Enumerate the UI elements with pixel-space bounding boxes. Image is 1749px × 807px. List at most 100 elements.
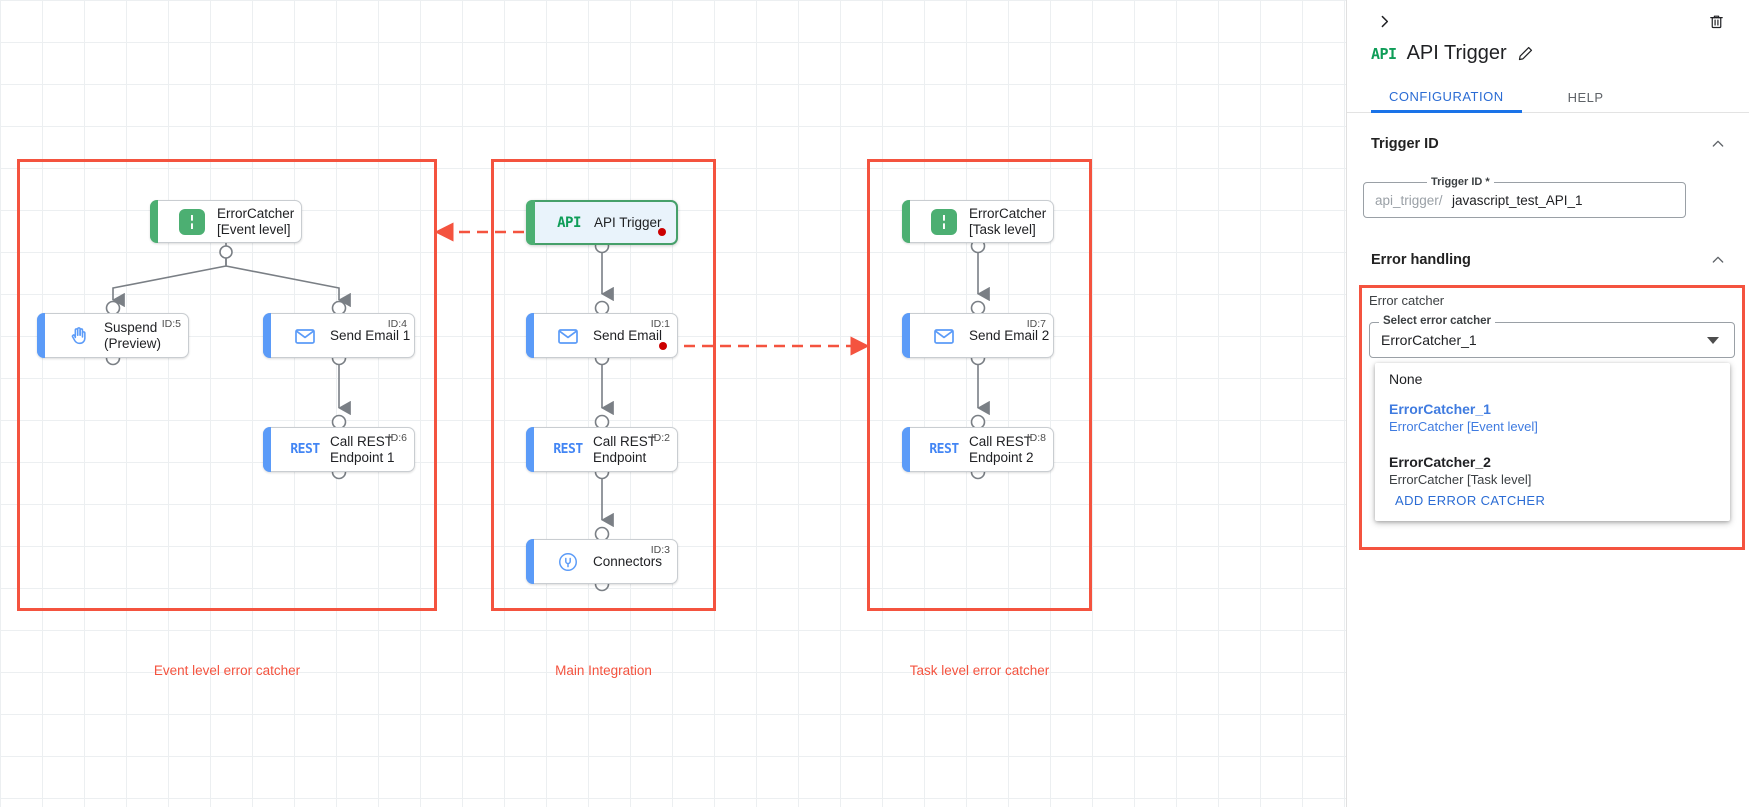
error-catcher-glyph: ¦ xyxy=(941,213,947,230)
node-send-email-2[interactable]: Send Email 2 ID:7 xyxy=(902,313,1054,358)
node-call-rest-endpoint-2[interactable]: REST Call REST Endpoint 2 ID:8 xyxy=(902,427,1054,472)
group-box-task-level[interactable] xyxy=(867,159,1092,611)
menu-item-label: ErrorCatcher_1 xyxy=(1389,401,1491,417)
node-accent-bar xyxy=(902,200,910,243)
node-accent-bar xyxy=(902,313,910,358)
api-icon: API xyxy=(1371,44,1397,63)
node-label: API Trigger xyxy=(594,214,662,230)
menu-item-errorcatcher-1[interactable]: ErrorCatcher_1 ErrorCatcher [Event level… xyxy=(1389,401,1719,441)
node-send-email[interactable]: Send Email ID:1 xyxy=(526,313,678,358)
section-title: Trigger ID xyxy=(1371,136,1439,152)
node-accent-bar xyxy=(526,200,535,245)
error-catcher-icon: ¦ xyxy=(177,207,207,237)
error-catcher-select[interactable] xyxy=(1369,322,1735,358)
node-accent-bar xyxy=(263,313,271,358)
menu-item-none[interactable]: None xyxy=(1389,371,1719,397)
node-id-badge: ID:3 xyxy=(650,544,670,556)
node-errorcatcher-event-level[interactable]: ¦ ErrorCatcher [Event level] xyxy=(150,200,302,243)
node-accent-bar xyxy=(526,539,534,584)
error-catcher-select-legend: Select error catcher xyxy=(1379,315,1496,327)
node-label: Call REST Endpoint 1 xyxy=(330,433,395,465)
menu-item-label: None xyxy=(1389,371,1423,387)
tab-configuration[interactable]: CONFIGURATION xyxy=(1371,82,1522,113)
tab-help[interactable]: HELP xyxy=(1567,90,1604,105)
node-label: Send Email 2 xyxy=(969,327,1050,343)
trigger-id-input[interactable]: javascript_test_API_1 xyxy=(1452,193,1583,208)
node-label: ErrorCatcher [Task level] xyxy=(969,205,1047,237)
properties-panel: API API Trigger CONFIGURATION HELP Trigg… xyxy=(1346,0,1749,807)
group-label-main-integration: Main Integration xyxy=(555,663,652,678)
node-label: Send Email 1 xyxy=(330,327,411,343)
rest-glyph: REST xyxy=(929,442,959,457)
chevron-down-icon[interactable] xyxy=(1707,337,1719,344)
workflow-canvas[interactable]: Event level error catcher Main Integrati… xyxy=(0,0,1346,807)
section-header-trigger-id[interactable]: Trigger ID xyxy=(1371,136,1726,152)
group-box-main-integration[interactable] xyxy=(491,159,716,611)
rest-icon: REST xyxy=(929,435,959,465)
menu-item-sublabel: ErrorCatcher [Event level] xyxy=(1389,419,1538,434)
envelope-icon xyxy=(553,321,583,351)
api-icon: API xyxy=(554,208,584,238)
delete-button[interactable] xyxy=(1703,8,1729,34)
node-send-email-1[interactable]: Send Email 1 ID:4 xyxy=(263,313,415,358)
group-label-event-level: Event level error catcher xyxy=(153,663,301,678)
node-label: Call REST Endpoint 2 xyxy=(969,433,1034,465)
node-id-badge: ID:8 xyxy=(1026,432,1046,444)
node-accent-bar xyxy=(37,313,45,358)
rest-icon: REST xyxy=(290,435,320,465)
error-catcher-box-title: Error catcher xyxy=(1369,293,1445,308)
menu-item-label: ErrorCatcher_2 xyxy=(1389,454,1491,470)
group-box-event-level[interactable] xyxy=(17,159,437,611)
section-title: Error handling xyxy=(1371,252,1471,268)
hand-icon xyxy=(64,321,94,351)
node-accent-bar xyxy=(263,427,271,472)
node-id-badge: ID:7 xyxy=(1026,318,1046,330)
envelope-icon xyxy=(290,321,320,351)
error-indicator-dot xyxy=(659,342,667,350)
trigger-id-prefix: api_trigger/ xyxy=(1375,193,1443,208)
node-label: ErrorCatcher [Event level] xyxy=(217,205,295,237)
node-suspend-preview[interactable]: Suspend (Preview) ID:5 xyxy=(37,313,189,358)
node-id-badge: ID:1 xyxy=(650,318,670,330)
panel-title-row: API API Trigger xyxy=(1371,42,1535,65)
error-indicator-dot xyxy=(658,228,666,236)
node-accent-bar xyxy=(526,313,534,358)
node-id-badge: ID:5 xyxy=(161,318,181,330)
edit-title-icon[interactable] xyxy=(1517,45,1535,63)
error-catcher-dropdown-menu[interactable]: None ErrorCatcher_1 ErrorCatcher [Event … xyxy=(1375,363,1730,521)
chevron-up-icon xyxy=(1710,252,1726,268)
panel-topbar xyxy=(1347,0,1749,42)
group-label-task-level: Task level error catcher xyxy=(909,663,1050,678)
api-glyph: API xyxy=(557,214,581,231)
node-errorcatcher-task-level[interactable]: ¦ ErrorCatcher [Task level] xyxy=(902,200,1054,243)
node-accent-bar xyxy=(150,200,158,243)
node-label: Suspend (Preview) xyxy=(104,319,162,351)
node-label: Call REST Endpoint xyxy=(593,433,657,465)
rest-glyph: REST xyxy=(553,442,583,457)
error-catcher-select-value: ErrorCatcher_1 xyxy=(1381,332,1477,348)
node-id-badge: ID:4 xyxy=(387,318,407,330)
node-label: Send Email xyxy=(593,327,663,343)
node-id-badge: ID:2 xyxy=(650,432,670,444)
node-api-trigger[interactable]: API API Trigger xyxy=(526,200,678,245)
node-call-rest-endpoint[interactable]: REST Call REST Endpoint ID:2 xyxy=(526,427,678,472)
collapse-panel-button[interactable] xyxy=(1371,8,1397,34)
menu-item-errorcatcher-2[interactable]: ErrorCatcher_2 ErrorCatcher [Task level] xyxy=(1389,454,1719,494)
rest-glyph: REST xyxy=(290,442,320,457)
error-catcher-glyph: ¦ xyxy=(189,213,195,230)
node-connectors[interactable]: Connectors ID:3 xyxy=(526,539,678,584)
node-label: Connectors xyxy=(593,553,663,569)
trigger-id-field[interactable] xyxy=(1363,182,1686,218)
envelope-icon xyxy=(929,321,959,351)
section-header-error-handling[interactable]: Error handling xyxy=(1371,252,1726,268)
rest-icon: REST xyxy=(553,435,583,465)
node-id-badge: ID:6 xyxy=(387,432,407,444)
menu-item-sublabel: ErrorCatcher [Task level] xyxy=(1389,472,1532,487)
page-title: API Trigger xyxy=(1406,42,1507,64)
connectors-icon xyxy=(553,547,583,577)
add-error-catcher-button[interactable]: ADD ERROR CATCHER xyxy=(1395,493,1546,508)
panel-tabs: CONFIGURATION HELP xyxy=(1347,82,1749,113)
node-accent-bar xyxy=(902,427,910,472)
node-call-rest-endpoint-1[interactable]: REST Call REST Endpoint 1 ID:6 xyxy=(263,427,415,472)
